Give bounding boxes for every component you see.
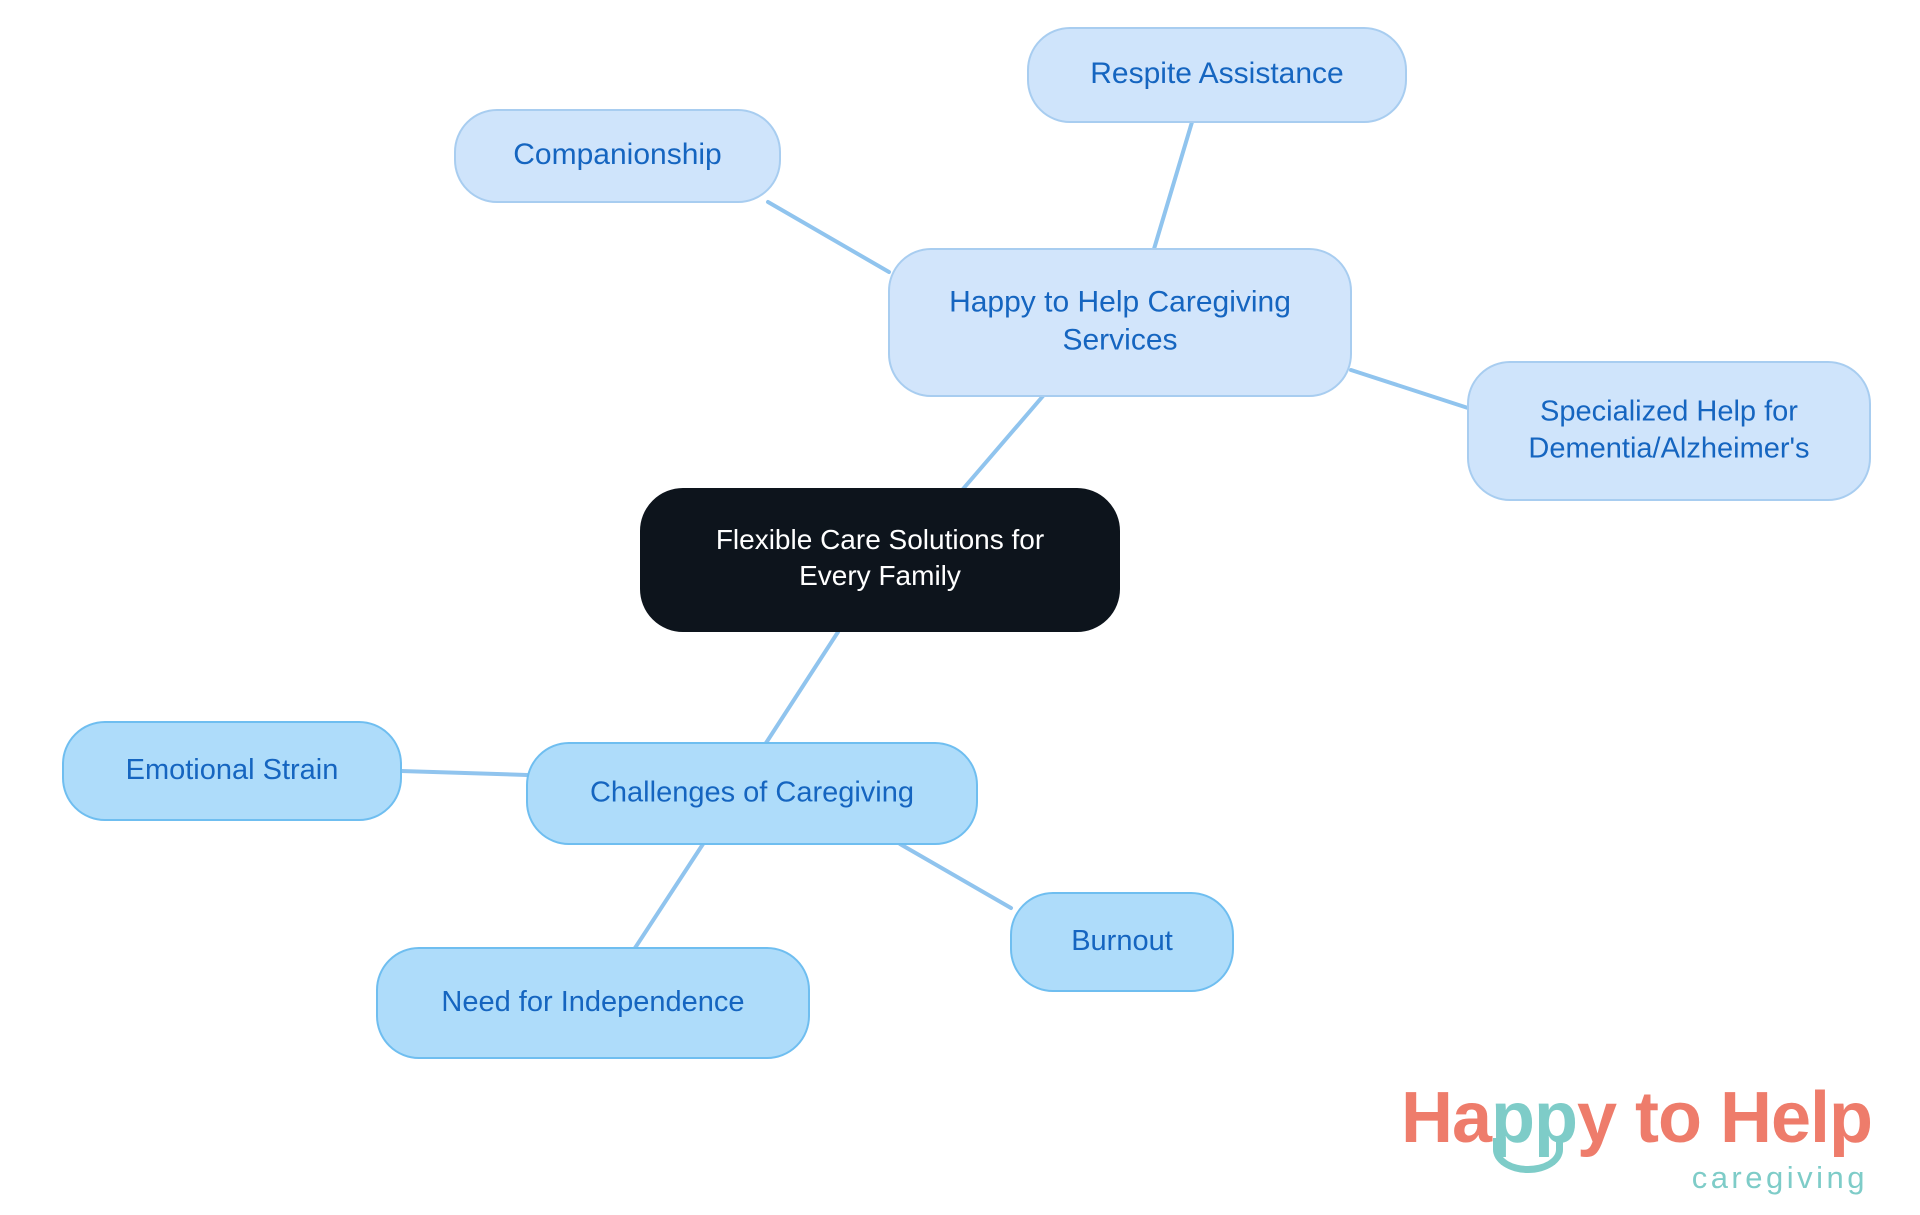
node-respite-assistance-shape[interactable] — [1027, 27, 1407, 123]
node-challenges-of-caregiving-shape[interactable] — [526, 742, 978, 845]
logo-letter-a: a — [1451, 1078, 1492, 1158]
edge-challenges-to-emotional — [399, 769, 529, 777]
node-emotional-strain-shape[interactable] — [62, 721, 402, 821]
node-emotional-strain[interactable]: Emotional Strain — [62, 721, 402, 821]
edge-services-to-dementia — [1349, 368, 1470, 410]
node-companionship[interactable]: Companionship — [454, 109, 781, 203]
node-emotional-strain-label: Emotional Strain — [126, 754, 339, 786]
logo-letter-h: H — [1400, 1078, 1453, 1158]
node-need-for-independence-shape[interactable] — [376, 947, 810, 1059]
logo-letter-y: y — [1576, 1078, 1617, 1158]
edge-challenges-to-burnout — [898, 842, 1013, 910]
node-burnout[interactable]: Burnout — [1010, 892, 1234, 992]
node-respite-assistance[interactable]: Respite Assistance — [1027, 27, 1407, 123]
logo-word-help: Help — [1719, 1078, 1873, 1158]
edge-services-to-companionship — [766, 200, 891, 274]
brand-logo-wordmark: Happy to Help — [1401, 1082, 1873, 1173]
node-respite-assistance-label: Respite Assistance — [1090, 57, 1343, 90]
edge-root-to-services — [961, 394, 1045, 491]
node-challenges-of-caregiving[interactable]: Challenges of Caregiving — [526, 742, 978, 845]
smile-icon — [1492, 1138, 1563, 1173]
edge-services-to-respite — [1152, 120, 1194, 251]
node-burnout-label: Burnout — [1071, 925, 1173, 957]
node-specialized-help-dementia-shape[interactable] — [1467, 361, 1871, 501]
node-group: Companionship Respite Assistance Special… — [62, 27, 1871, 1059]
node-burnout-shape[interactable] — [1010, 892, 1234, 992]
edge-group — [399, 120, 1470, 950]
edge-challenges-to-independence — [633, 842, 705, 950]
node-need-for-independence[interactable]: Need for Independence — [376, 947, 810, 1059]
brand-logo: Happy to Help caregiving — [1401, 1082, 1873, 1195]
node-happy-to-help-caregiving-services-shape[interactable] — [888, 248, 1352, 397]
logo-word-to: to — [1616, 1078, 1720, 1158]
edge-root-to-challenges — [764, 630, 840, 745]
node-root-shape[interactable] — [640, 488, 1120, 632]
node-companionship-label: Companionship — [513, 138, 721, 171]
node-companionship-shape[interactable] — [454, 109, 781, 203]
node-challenges-of-caregiving-label: Challenges of Caregiving — [590, 776, 914, 808]
node-need-for-independence-label: Need for Independence — [441, 986, 744, 1018]
brand-logo-subtitle: caregiving — [1691, 1160, 1868, 1195]
